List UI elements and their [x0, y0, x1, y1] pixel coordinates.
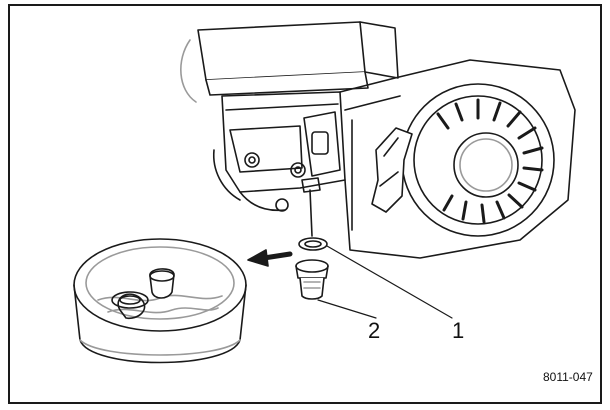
arrow-left-icon [247, 249, 293, 267]
leader-lines [317, 245, 453, 319]
drain-plug-icon [295, 259, 329, 300]
recoil-starter-icon [371, 83, 555, 237]
figure-code: 8011-047 [543, 370, 593, 384]
drain-pan-icon [73, 238, 247, 364]
washer-icon [298, 237, 328, 251]
callout-1-label: 1 [452, 318, 465, 343]
callout-2-label: 2 [368, 318, 381, 343]
engine-illustration [180, 21, 576, 259]
